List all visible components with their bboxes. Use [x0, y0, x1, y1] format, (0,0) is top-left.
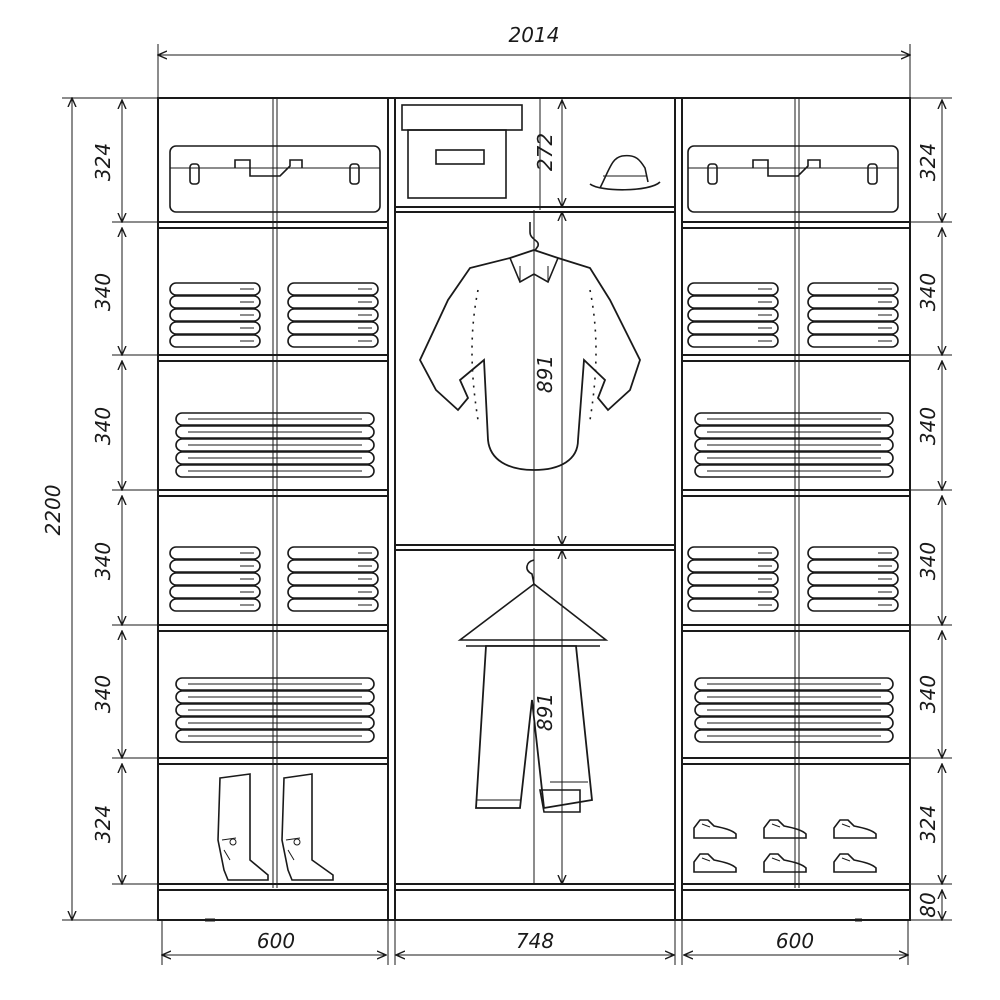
dim-right-shelf-2: 340 [916, 407, 940, 445]
dim-plinth: 80 [916, 892, 940, 917]
cabinet-body [157, 97, 911, 922]
dim-left-shelf-1: 340 [91, 273, 115, 311]
dim-right-width: 600 [776, 929, 814, 953]
dim-left-width: 600 [257, 929, 295, 953]
dim-hat-shelf: 272 [533, 133, 557, 171]
dim-total-height: 2200 [41, 485, 65, 536]
dim-left-top: 324 [91, 143, 115, 181]
boots-icon [217, 773, 334, 881]
dim-right-top: 324 [916, 143, 940, 181]
trousers-on-hanger-icon [457, 559, 609, 813]
dim-left-bottom: 324 [91, 805, 115, 843]
dim-right-bottom: 324 [916, 805, 940, 843]
dim-right-shelf-1: 340 [916, 273, 940, 311]
hat-icon [589, 154, 661, 191]
suitcase-icon-right [687, 145, 899, 213]
dim-left-shelf-3: 340 [91, 542, 115, 580]
dim-left-shelf-4: 340 [91, 675, 115, 713]
dim-total-width: 2014 [509, 23, 560, 47]
dim-left-shelf-2: 340 [91, 407, 115, 445]
folded-clothes-left [169, 282, 379, 743]
dim-hanging-lower: 891 [533, 693, 557, 731]
dim-right-shelf-4: 340 [916, 675, 940, 713]
folded-clothes-right [687, 282, 899, 743]
dim-hanging-upper: 891 [533, 355, 557, 393]
suitcase-icon-left [169, 145, 381, 213]
shoes-icon [693, 819, 877, 873]
shirt-on-hanger-icon [418, 222, 641, 471]
storage-box-icon [401, 104, 523, 199]
dim-right-shelf-3: 340 [916, 542, 940, 580]
dimension-lines [62, 44, 952, 965]
dim-center-width: 748 [516, 929, 554, 953]
